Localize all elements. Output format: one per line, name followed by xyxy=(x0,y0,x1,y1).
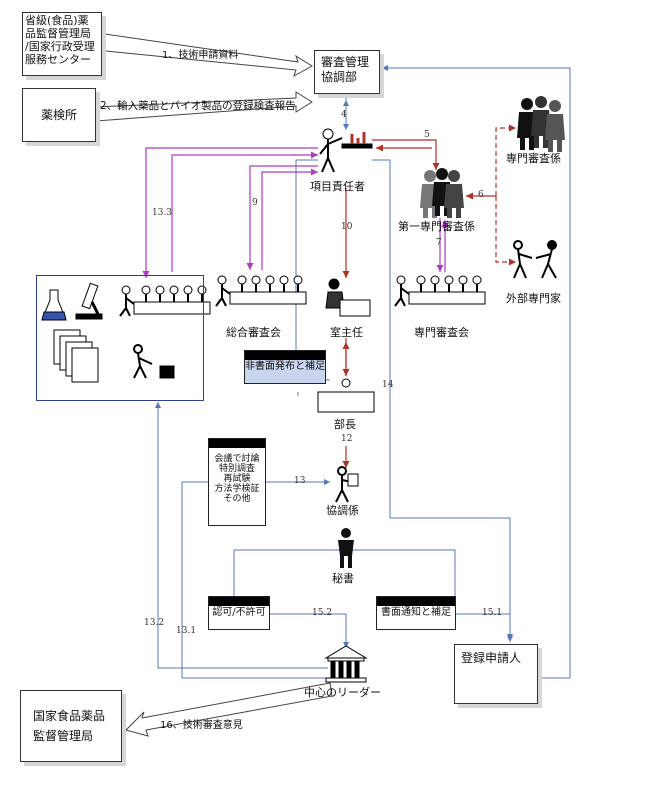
red-connectors xyxy=(342,124,516,468)
lab-group-box xyxy=(36,275,204,401)
general-meeting-label: 総合審査会 xyxy=(226,326,281,339)
step-13-1: 13.1 xyxy=(176,626,197,636)
written-label: 書面通知と補足 xyxy=(381,607,451,618)
nonwritten-label: 非書面発布と補足 xyxy=(245,361,325,372)
building-columns-icon xyxy=(324,645,368,683)
microscope-icon xyxy=(75,282,103,320)
first-group-label: 第一専門審査係 xyxy=(398,220,475,233)
inspection-box: 薬検所 xyxy=(22,88,96,142)
meeting-discussion-doc: 会議で討論 特別調査 再試験 方法学検証 その他 xyxy=(208,438,266,526)
person-box-icon xyxy=(133,344,175,379)
provincial-line-1: 省級(食品)薬 xyxy=(25,14,89,27)
meeting-line-3: 再試験 xyxy=(223,474,251,484)
arrow-2-label: 2、輸入薬品とバイオ製品の登録検査報告 xyxy=(100,100,296,112)
step-6: 6 xyxy=(478,190,484,200)
expert-reviewer-label: 専門審査係 xyxy=(506,152,561,165)
desk-person-icon xyxy=(317,378,375,413)
sfda-line-1: 国家食品薬品 xyxy=(33,709,106,723)
arrow-16-shape xyxy=(125,682,333,737)
provincial-agency-box: 省級(食品)薬 品監督管理局 /国家行政受理 服務センター xyxy=(22,12,102,76)
external-expert-label: 外部専門家 xyxy=(506,292,561,305)
coordinator-label: 協調係 xyxy=(326,504,359,517)
step-9: 9 xyxy=(252,198,258,208)
arrow-2-shape xyxy=(95,91,313,122)
meeting-table-icon xyxy=(119,285,211,317)
desk-person-icon xyxy=(325,278,371,317)
step-14: 14 xyxy=(382,380,394,390)
provincial-line-4: 服務センター xyxy=(25,53,91,66)
sfda-line-2: 監督管理局 xyxy=(33,729,94,743)
person-carry-icon xyxy=(335,466,359,503)
meeting-table-icon xyxy=(215,275,307,307)
step-15-1: 15.1 xyxy=(482,608,503,618)
approve-doc: 認可/不許可 xyxy=(208,596,270,630)
inspection-label: 薬検所 xyxy=(40,108,77,122)
step-10: 10 xyxy=(341,222,353,232)
sfda-box: 国家食品薬品 監督管理局 xyxy=(20,690,122,762)
step-5: 5 xyxy=(424,130,430,140)
meeting-line-4: 方法学検証 xyxy=(214,484,260,494)
step-13-2: 13.2 xyxy=(144,618,165,628)
review-coord-line-2: 協調部 xyxy=(321,70,358,84)
meeting-table-icon xyxy=(394,275,486,307)
group-people-icon xyxy=(420,168,464,218)
step-7: 7 xyxy=(436,238,442,248)
provincial-line-3: /国家行政受理 xyxy=(25,40,95,53)
step-12: 12 xyxy=(341,434,353,444)
expert-meeting-label: 専門審査会 xyxy=(414,326,469,339)
step-15-2: 15.2 xyxy=(312,608,333,618)
meeting-line-1: 会議で討論 xyxy=(214,454,260,464)
project-lead-label: 項目責任者 xyxy=(310,180,365,193)
center-leader-label: 中心のリーダー xyxy=(304,686,381,699)
documents-icon xyxy=(53,329,99,383)
arrow-1-shape xyxy=(95,32,313,78)
provincial-line-2: 品監督管理局 xyxy=(25,27,91,40)
handshake-icon xyxy=(513,240,557,279)
written-doc: 書面通知と補足 xyxy=(376,596,456,630)
person-desk-chart-icon xyxy=(319,128,373,173)
arrow-16-label: 16、技術審査意見 xyxy=(160,720,243,731)
group-people-icon xyxy=(517,96,565,152)
step-13: 13 xyxy=(294,476,306,486)
arrow-1-label: 1、技術申請資料 xyxy=(162,50,239,61)
office-director-label: 室主任 xyxy=(330,326,363,339)
review-coord-box: 審査管理 協調部 xyxy=(314,50,380,94)
step-13-3: 13.3 xyxy=(152,208,173,218)
meeting-line-5: その他 xyxy=(223,494,251,504)
minister-label: 部長 xyxy=(334,418,356,431)
applicant-box: 登録申請人 xyxy=(454,644,538,704)
flask-icon xyxy=(41,289,67,321)
person-standing-icon xyxy=(338,528,354,568)
nonwritten-doc: 非書面発布と補足 xyxy=(244,350,326,384)
magenta-connectors xyxy=(142,147,449,278)
applicant-label: 登録申請人 xyxy=(461,651,522,665)
review-coord-line-1: 審査管理 xyxy=(321,55,370,69)
secretary-label: 秘書 xyxy=(332,572,354,585)
step-4: 4 xyxy=(341,110,347,120)
meeting-line-2: 特別調査 xyxy=(218,464,255,474)
approve-label: 認可/不許可 xyxy=(212,607,266,618)
